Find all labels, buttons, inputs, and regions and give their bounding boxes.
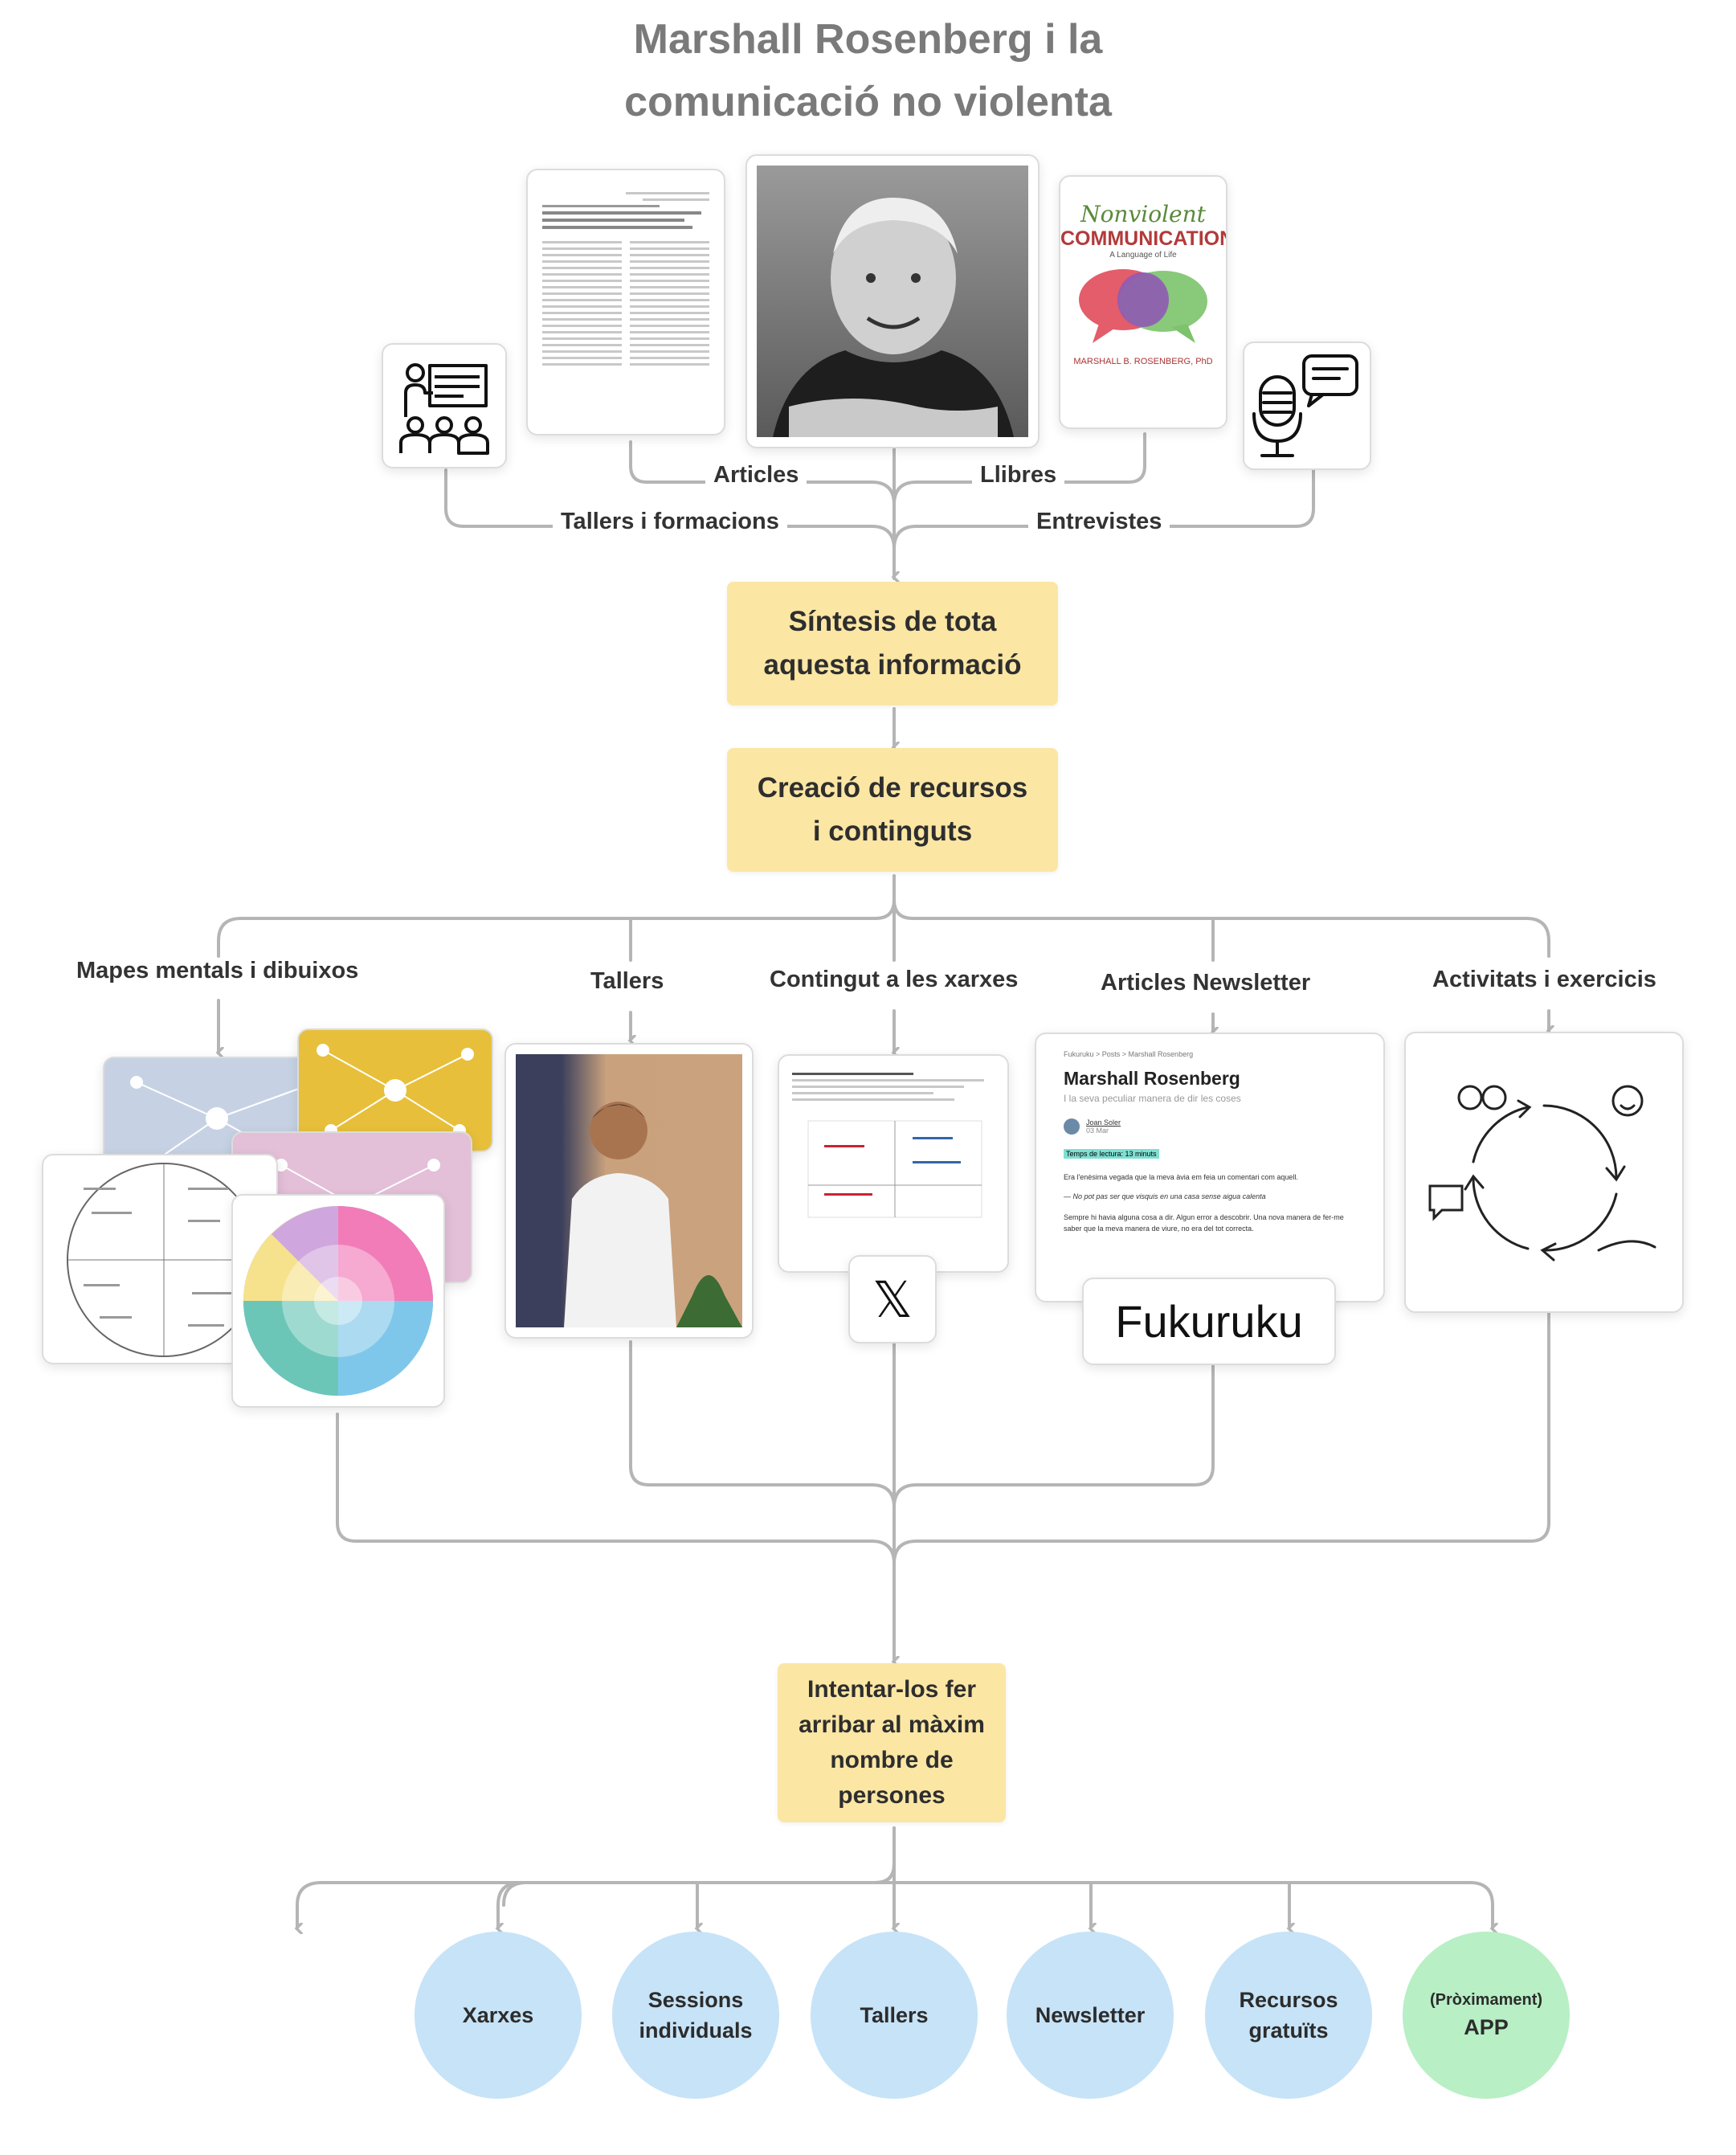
fukuruku-badge: Fukuruku	[1082, 1278, 1336, 1365]
source-label-articles: Articles	[705, 462, 807, 489]
microphone-chat-icon	[1252, 354, 1358, 457]
x-logo-badge: 𝕏	[848, 1255, 937, 1343]
line-merge-left	[336, 1413, 896, 1565]
source-label-tallers: Tallers i formacions	[553, 509, 787, 535]
resource-label-activitats: Activitats i exercicis	[1424, 967, 1665, 993]
source-label-entrevistes: Entrevistes	[1028, 509, 1170, 535]
avatar	[1064, 1118, 1080, 1135]
page-title: Marshall Rosenberg i la comunicació no v…	[624, 16, 1112, 125]
channel-sessions: Sessions individuals	[612, 1932, 779, 2099]
source-label-llibres: Llibres	[972, 462, 1065, 489]
speech-bubble-art	[1079, 269, 1207, 343]
interview-icon-card	[1243, 341, 1371, 470]
step-arribar: Intentar-los fer arribar al màxim nombre…	[778, 1663, 1006, 1822]
portrait-photo	[745, 154, 1040, 448]
speaker-figure	[564, 1102, 742, 1327]
channel-app: (Pròximament) APP	[1403, 1932, 1570, 2099]
social-post	[778, 1054, 1009, 1273]
channel-recursos: Recursos gratuïts	[1205, 1932, 1372, 2099]
workshop-icon-card	[382, 343, 507, 468]
line-fan-left	[217, 874, 896, 958]
newsletter-article: Fukuruku > Posts > Marshall Rosenberg Ma…	[1035, 1033, 1385, 1302]
line-tallers	[444, 468, 896, 550]
workshop-photo	[504, 1043, 754, 1339]
channel-xarxes: Xarxes	[415, 1932, 582, 2099]
line-fan-right	[893, 898, 1550, 958]
resource-label-tallers: Tallers	[582, 968, 672, 995]
channel-newsletter: Newsletter	[1007, 1932, 1174, 2099]
presentation-icon	[399, 363, 489, 455]
step-sintesis: Síntesis de tota aquesta informació	[727, 582, 1058, 705]
person-silhouette	[773, 198, 1014, 437]
step-creacio: Creació de recursos i continguts	[727, 748, 1058, 872]
book-cover: Nonviolent COMMUNICATION A Language of L…	[1059, 175, 1227, 429]
emotion-wheel	[231, 1194, 445, 1408]
resource-label-xarxes: Contingut a les xarxes	[762, 967, 1027, 993]
resource-label-newsletter: Articles Newsletter	[1093, 970, 1319, 996]
channel-tallers: Tallers	[811, 1932, 978, 2099]
line-entrevistes	[893, 468, 1315, 550]
article-thumbnail	[526, 169, 725, 435]
activities-illustration	[1404, 1032, 1684, 1313]
line-llibres	[893, 432, 1146, 506]
resource-label-mapes: Mapes mentals i dibuixos	[68, 958, 367, 984]
